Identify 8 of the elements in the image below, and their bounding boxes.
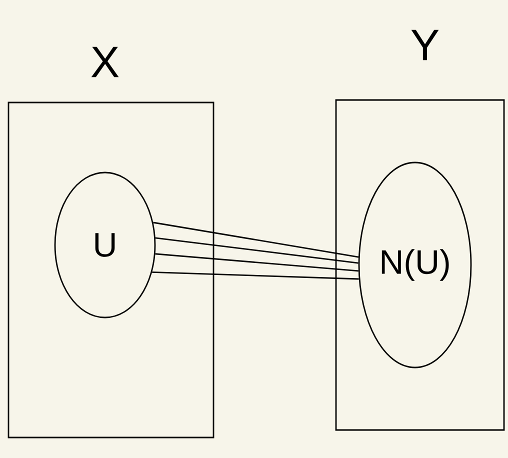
connector-line [153, 222, 359, 258]
set-oval: N(U) [358, 162, 472, 368]
connector-line [155, 253, 358, 272]
connector-line [155, 237, 358, 264]
node-label: Y [411, 30, 439, 60]
set-oval: U [54, 172, 156, 318]
connector-line [152, 271, 359, 280]
node-label: X [91, 46, 119, 78]
